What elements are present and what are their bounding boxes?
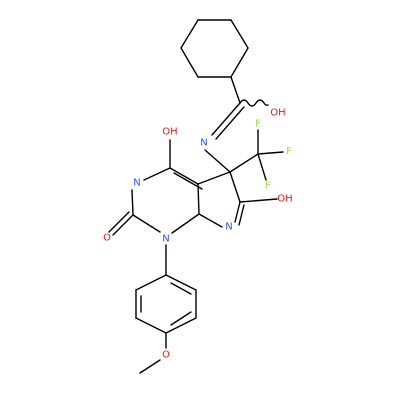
bond	[215, 106, 245, 140]
bond	[239, 198, 278, 203]
bond	[170, 282, 192, 295]
atom-oh-top: OH	[162, 127, 177, 138]
atom-oh-lactim: OH	[277, 194, 292, 205]
bond	[229, 153, 259, 173]
bond	[198, 213, 223, 228]
bond-layer	[108, 19, 284, 374]
bond	[165, 274, 197, 291]
bond	[170, 311, 192, 326]
bond	[112, 214, 134, 236]
bond	[143, 167, 171, 181]
bond	[211, 102, 241, 136]
wavy-bond	[239, 99, 269, 107]
bond	[169, 167, 199, 185]
bond	[230, 47, 249, 78]
bond	[229, 171, 241, 203]
atom-n-ring-1: N	[162, 234, 169, 245]
atom-f-1: F	[255, 119, 261, 130]
atom-n-ring-7: N	[225, 222, 232, 233]
bond	[257, 153, 267, 181]
bond	[139, 359, 161, 374]
bond	[197, 183, 200, 215]
bond	[135, 274, 167, 291]
bond	[180, 47, 199, 78]
bond	[135, 317, 167, 334]
bond	[230, 76, 241, 104]
bond	[204, 149, 231, 173]
bond	[173, 172, 203, 190]
bond	[108, 211, 130, 233]
bond	[230, 19, 249, 49]
atom-f-2: F	[286, 147, 292, 158]
bond	[171, 213, 200, 234]
bond	[257, 151, 284, 155]
atom-n-ring-3: N	[133, 178, 140, 189]
bond	[197, 171, 231, 185]
atom-oh-imine: OH	[270, 108, 285, 119]
atom-o-methoxy: O	[162, 350, 170, 361]
atom-n-imine: N	[200, 138, 207, 149]
bond	[234, 201, 241, 223]
bond	[165, 317, 197, 334]
bond	[238, 204, 245, 226]
bond	[131, 189, 134, 216]
atom-o-carbonyl: O	[103, 233, 111, 244]
atom-label-layer: OH OH N F F F N OH O N N O	[103, 108, 293, 361]
bond	[180, 19, 199, 49]
bond	[132, 214, 161, 233]
atom-f-3: F	[265, 181, 271, 192]
